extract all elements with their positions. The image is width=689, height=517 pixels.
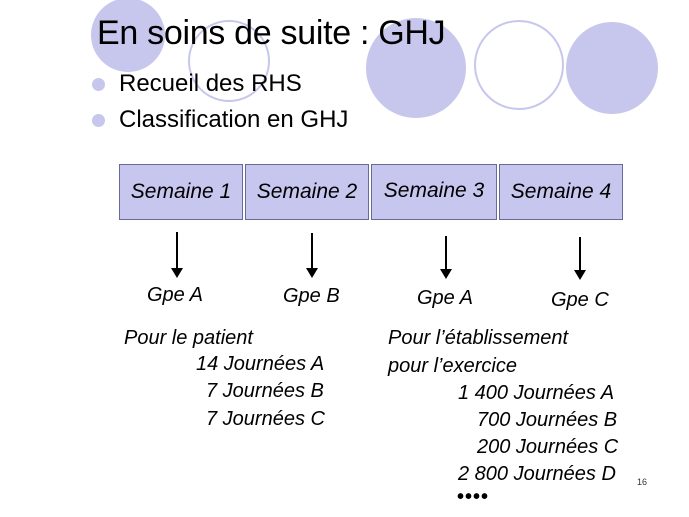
etab-ellipsis: •••• — [457, 486, 490, 508]
bullet-item: Recueil des RHS — [92, 66, 348, 102]
etab-line: 200 Journées C — [477, 436, 619, 458]
week-box-4: Semaine 4 — [499, 164, 623, 220]
down-arrow-icon — [306, 233, 318, 278]
etab-line: 1 400 Journées A — [458, 382, 615, 404]
patient-heading: Pour le patient — [124, 327, 253, 349]
week-box-3: Semaine 3 — [371, 164, 497, 220]
patient-line: 7 Journées B — [206, 380, 324, 402]
etab-heading: Pour l’établissement — [388, 327, 569, 349]
down-arrow-icon — [574, 237, 586, 280]
patient-line: 7 Journées C — [206, 408, 325, 430]
patient-line: 14 Journées A — [196, 353, 325, 375]
group-label-2: Gpe B — [283, 285, 340, 307]
down-arrow-icon — [440, 236, 452, 279]
bullet-list: Recueil des RHS Classification en GHJ — [92, 66, 348, 138]
decor-circle-3 — [366, 18, 466, 118]
decor-circle-1 — [91, 0, 165, 72]
group-label-4: Gpe C — [551, 289, 609, 311]
group-label-1: Gpe A — [147, 284, 203, 306]
decor-circle-4 — [474, 20, 564, 110]
bullet-text: Classification en GHJ — [119, 106, 349, 133]
bullet-item: Classification en GHJ — [92, 102, 348, 138]
etab-subheading: pour l’exercice — [388, 355, 517, 377]
group-label-3: Gpe A — [417, 287, 473, 309]
slide-title: En soins de suite : GHJ — [97, 14, 446, 52]
week-box-1: Semaine 1 — [119, 164, 243, 220]
down-arrow-icon — [171, 232, 183, 278]
bullet-text: Recueil des RHS — [119, 70, 302, 97]
week-box-2: Semaine 2 — [245, 164, 369, 220]
etab-line: 2 800 Journées D — [458, 463, 616, 485]
bullet-dot-icon — [92, 113, 105, 127]
decor-circle-2 — [188, 20, 270, 102]
page-number: 16 — [637, 477, 648, 487]
bullet-dot-icon — [92, 77, 105, 91]
decor-circle-5 — [566, 22, 658, 114]
etab-line: 700 Journées B — [477, 409, 618, 431]
